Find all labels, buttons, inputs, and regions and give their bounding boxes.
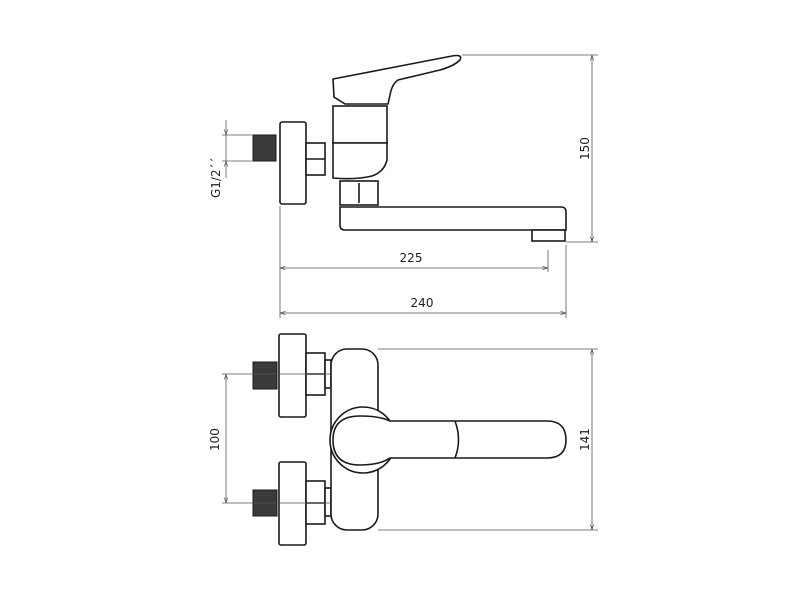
reach-total-label: 240 [411, 296, 434, 310]
spout [339, 206, 567, 231]
front-view: 100 141 [208, 333, 598, 546]
body-upper [332, 105, 388, 144]
wall-flange [279, 121, 307, 205]
height-side-label: 150 [578, 137, 592, 160]
reach-spout-label: 225 [400, 251, 423, 265]
wall-flange-top [278, 333, 307, 418]
wall-flange-bottom [278, 461, 307, 546]
thread-size-label: G1/2´´ [209, 157, 223, 198]
body-lower [332, 142, 388, 180]
lever-handle-front [332, 415, 567, 466]
lever-handle [332, 54, 462, 105]
inlet-thread-top [252, 361, 278, 390]
height-front-label: 141 [578, 428, 592, 451]
inlet-thread [252, 134, 277, 162]
inlet-spacing-label: 100 [208, 428, 222, 451]
aerator [531, 229, 566, 242]
side-view: G1/2´´ 150 225 240 [209, 54, 598, 318]
